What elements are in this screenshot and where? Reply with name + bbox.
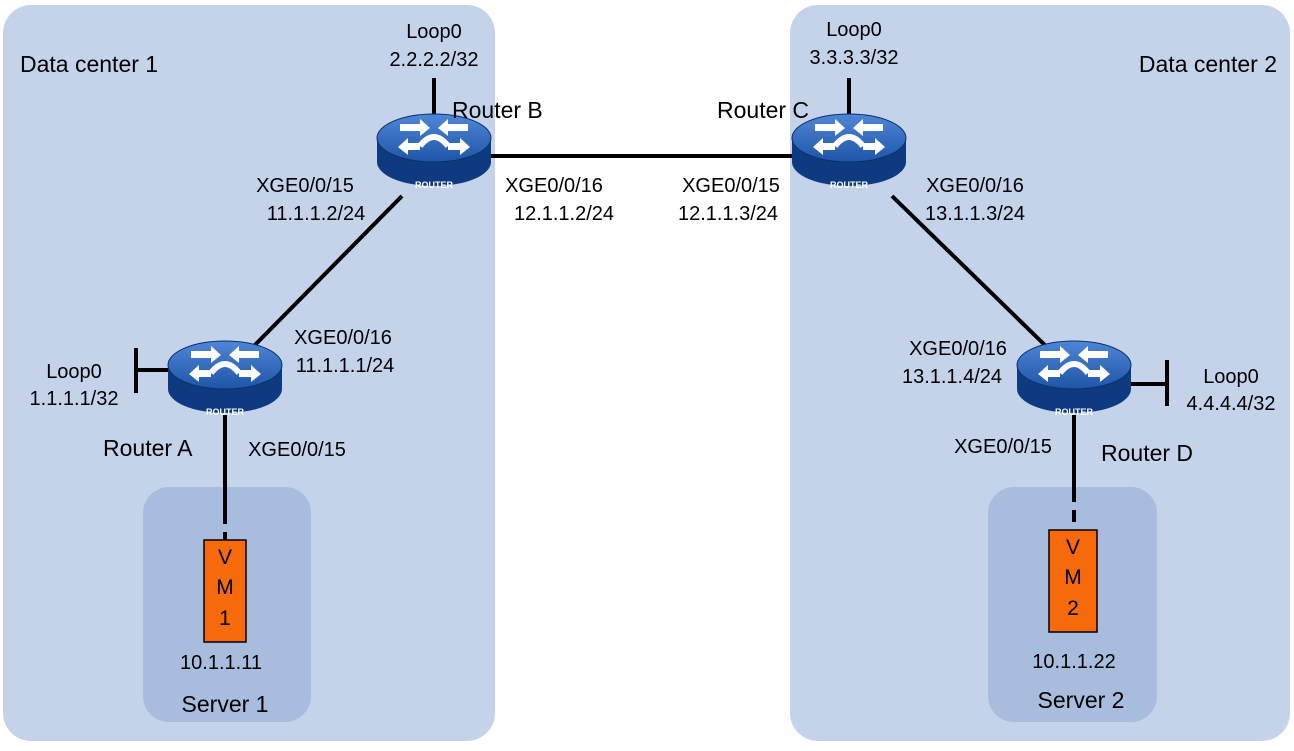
router-a-icon[interactable]: ROUTER bbox=[168, 341, 282, 417]
vm2-box[interactable] bbox=[1048, 529, 1098, 633]
router-d-label: Router D bbox=[1101, 440, 1193, 466]
iface-a-to-b-ip: 11.1.1.1/24 bbox=[296, 355, 395, 377]
vm2-line-3: 2 bbox=[1067, 597, 1079, 620]
link-a-b bbox=[246, 194, 404, 354]
vm2-line-1: V bbox=[1066, 536, 1080, 559]
vm1-line-1: V bbox=[218, 546, 232, 569]
iface-b-to-a-name: XGE0/0/15 bbox=[256, 175, 354, 197]
vm2-line-2: M bbox=[1064, 566, 1082, 589]
loopback-c-ip: 3.3.3.3/32 bbox=[810, 47, 899, 69]
router-a-label: Router A bbox=[103, 435, 193, 461]
router-b-icon-text: ROUTER bbox=[415, 180, 454, 190]
data-center-1-label: Data center 1 bbox=[20, 51, 158, 77]
iface-c-to-b-ip: 12.1.1.3/24 bbox=[678, 203, 778, 225]
link-c-d bbox=[890, 194, 1054, 354]
loopback-d-name: Loop0 bbox=[1203, 366, 1259, 388]
router-d-icon[interactable]: ROUTER bbox=[1017, 341, 1131, 417]
loopback-a-name: Loop0 bbox=[46, 361, 102, 383]
iface-b-to-a-ip: 11.1.1.2/24 bbox=[267, 203, 366, 225]
data-center-2-label: Data center 2 bbox=[1139, 51, 1277, 77]
router-b-icon[interactable]: ROUTER bbox=[377, 114, 491, 190]
iface-d-to-server-name: XGE0/0/15 bbox=[954, 436, 1052, 458]
router-c-icon-text: ROUTER bbox=[830, 180, 869, 190]
server-2-label: Server 2 bbox=[1038, 687, 1125, 713]
loopback-a-ip: 1.1.1.1/32 bbox=[30, 388, 119, 410]
loopback-b-name: Loop0 bbox=[406, 21, 462, 43]
router-b-label: Router B bbox=[452, 97, 543, 123]
iface-a-to-server-name: XGE0/0/15 bbox=[248, 439, 346, 461]
vm1-line-2: M bbox=[216, 576, 234, 599]
iface-b-to-c-name: XGE0/0/16 bbox=[505, 175, 603, 197]
iface-c-to-d-name: XGE0/0/16 bbox=[926, 175, 1024, 197]
iface-c-to-b-name: XGE0/0/15 bbox=[682, 175, 780, 197]
router-c-label: Router C bbox=[717, 97, 809, 123]
iface-d-to-c-ip: 13.1.1.4/24 bbox=[902, 366, 1002, 388]
iface-b-to-c-ip: 12.1.1.2/24 bbox=[514, 203, 614, 225]
router-a-icon-text: ROUTER bbox=[206, 407, 245, 417]
loopback-c-name: Loop0 bbox=[826, 19, 882, 41]
vm1-ip: 10.1.1.11 bbox=[180, 652, 262, 674]
iface-d-to-c-name: XGE0/0/16 bbox=[909, 338, 1007, 360]
router-d-icon-text: ROUTER bbox=[1055, 407, 1094, 417]
loopback-b-ip: 2.2.2.2/32 bbox=[390, 49, 479, 71]
vm1-line-3: 1 bbox=[219, 607, 231, 630]
router-c-icon[interactable]: ROUTER bbox=[792, 114, 906, 190]
loopback-d-ip: 4.4.4.4/32 bbox=[1187, 393, 1276, 415]
server-1-label: Server 1 bbox=[182, 691, 269, 717]
vm1-box[interactable] bbox=[203, 539, 247, 643]
iface-a-to-b-name: XGE0/0/16 bbox=[294, 327, 392, 349]
iface-c-to-d-ip: 13.1.1.3/24 bbox=[925, 203, 1025, 225]
vm2-ip: 10.1.1.22 bbox=[1032, 651, 1115, 673]
